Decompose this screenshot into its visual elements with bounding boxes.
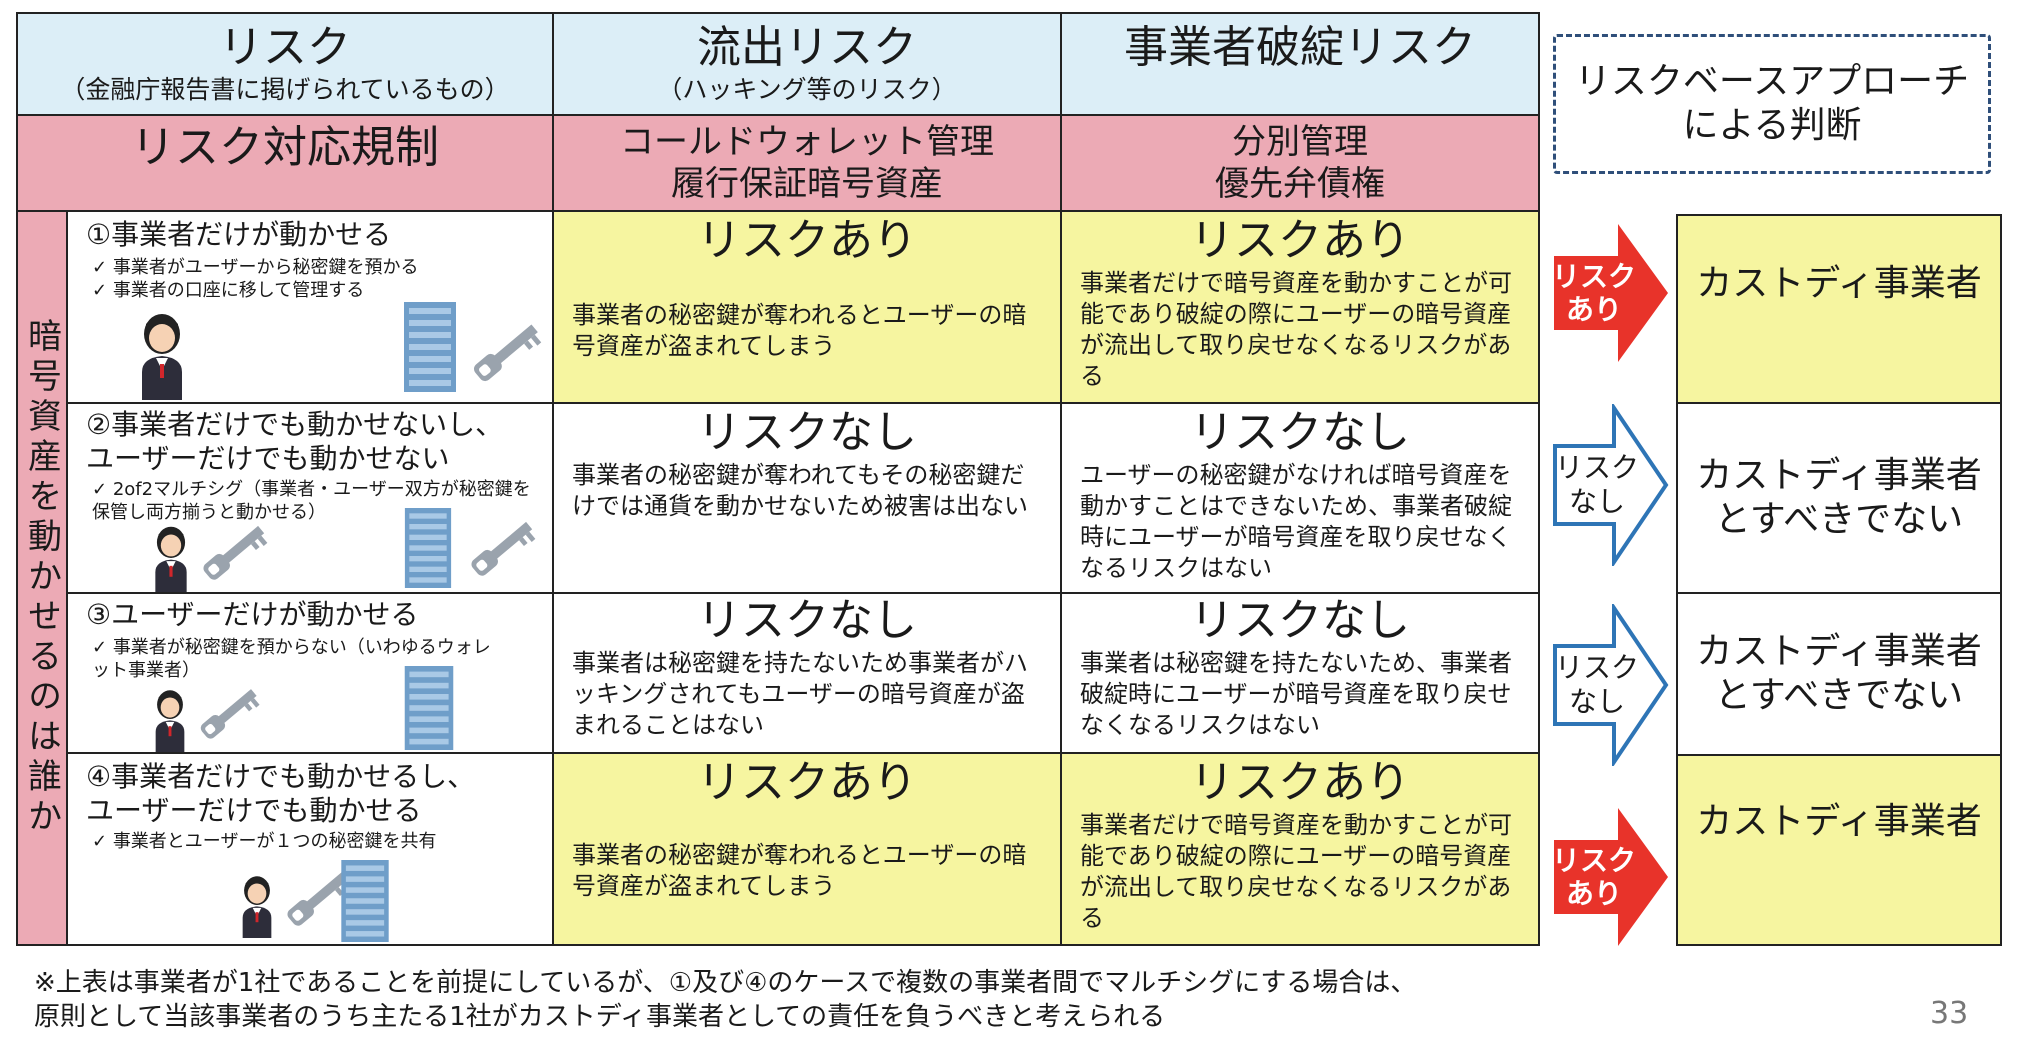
check-icon: ✓: [92, 280, 113, 301]
side-label: 暗号資産を動かせるのは誰か: [21, 318, 62, 838]
case-title-3: ③ユーザーだけが動かせる: [86, 598, 419, 631]
outflow-desc-2: 事業者の秘密鍵が奪われてもその秘密鍵だけでは通貨を動かせないため被害は出ない: [572, 461, 1028, 520]
outflow-desc-3: 事業者は秘密鍵を持たないため事業者がハッキングされてもユーザーの暗号資産が盗まれ…: [572, 649, 1028, 739]
regulation-label-cell: リスク対応規制: [16, 114, 554, 212]
arrow-label-4: リスク あり: [1552, 844, 1637, 910]
risk-arrow-3: リスク なし: [1552, 604, 1670, 766]
side-label-cell: 暗号資産を動かせるのは誰か: [16, 210, 68, 946]
case-title-4: ④事業者だけでも動かせるし、 ユーザーだけでも動かせる: [86, 760, 476, 827]
page-number: 33: [1930, 996, 1969, 1031]
header-outflow-subtitle: （ハッキング等のリスク）: [657, 75, 957, 104]
check-icon: ✓: [92, 257, 113, 278]
building-icon: [404, 508, 452, 588]
result-box-3: カストディ事業者 とすべきでない: [1676, 592, 2002, 756]
header-bankruptcy-cell: 事業者破綻リスク: [1060, 12, 1540, 116]
bankruptcy-cell-1: リスクあり 事業者だけで暗号資産を動かすことが可能であり破綻の際にユーザーの暗号…: [1060, 210, 1540, 404]
bankruptcy-verdict-2: リスクなし: [1190, 407, 1410, 458]
check-icon: ✓: [92, 479, 113, 500]
bankruptcy-desc-2: ユーザーの秘密鍵がなければ暗号資産を動かすことはできないため、事業者破綻時にユー…: [1080, 461, 1512, 582]
outflow-cell-2: リスクなし 事業者の秘密鍵が奪われてもその秘密鍵だけでは通貨を動かせないため被害…: [552, 402, 1062, 594]
result-box-2: カストディ事業者 とすべきでない: [1676, 402, 2002, 594]
bankruptcy-cell-3: リスクなし 事業者は秘密鍵を持たないため、事業者破綻時にユーザーが暗号資産を取り…: [1060, 592, 1540, 754]
outflow-cell-3: リスクなし 事業者は秘密鍵を持たないため事業者がハッキングされてもユーザーの暗号…: [552, 592, 1062, 754]
regulation-label: リスク対応規制: [131, 122, 439, 173]
key-icon: [469, 518, 538, 582]
building-icon: [404, 666, 454, 750]
outflow-verdict-3: リスクなし: [697, 595, 917, 646]
bankruptcy-verdict-1: リスクあり: [1190, 215, 1410, 266]
case-bullet-1-2: ✓ 事業者の口座に移して管理する: [92, 280, 365, 301]
case-bullet-2-1: ✓ 2of2マルチシグ（事業者・ユーザー双方が秘密鍵を保管し両方揃うと動かせる）: [92, 479, 531, 523]
bankruptcy-desc-1: 事業者だけで暗号資産を動かすことが可能であり破綻の際にユーザーの暗号資産が流出し…: [1080, 269, 1512, 390]
person-icon: [142, 314, 182, 400]
case-bullet-3-1: ✓ 事業者が秘密鍵を預からない（いわゆるウォレット事業者）: [92, 637, 491, 681]
bankruptcy-desc-3: 事業者は秘密鍵を持たないため、事業者破綻時にユーザーが暗号資産を取り戻せなくなる…: [1080, 649, 1512, 739]
outflow-cell-4: リスクあり 事業者の秘密鍵が奪われるとユーザーの暗号資産が盗まれてしまう: [552, 752, 1062, 946]
risk-arrow-1: リスク あり: [1552, 222, 1670, 364]
case-cell-2: ②事業者だけでも動かせないし、 ユーザーだけでも動かせない ✓ 2of2マルチシ…: [66, 402, 554, 594]
header-risk-cell: リスク （金融庁報告書に掲げられているもの）: [16, 12, 554, 116]
arrow-label-3: リスク なし: [1554, 651, 1639, 718]
building-icon: [341, 860, 389, 942]
arrow-right-icon: [1554, 808, 1668, 946]
bankruptcy-cell-4: リスクあり 事業者だけで暗号資産を動かすことが可能であり破綻の際にユーザーの暗号…: [1060, 752, 1540, 946]
case-cell-3: ③ユーザーだけが動かせる ✓ 事業者が秘密鍵を預からない（いわゆるウォレット事業…: [66, 592, 554, 754]
outflow-desc-1: 事業者の秘密鍵が奪われるとユーザーの暗号資産が盗まれてしまう: [572, 301, 1027, 360]
person-icon: [155, 526, 187, 594]
bankruptcy-verdict-4: リスクあり: [1190, 757, 1410, 808]
arrow-label-1: リスク あり: [1552, 260, 1637, 326]
bankruptcy-verdict-3: リスクなし: [1190, 595, 1410, 646]
key-icon: [198, 685, 262, 745]
arrow-label-2: リスク なし: [1554, 451, 1639, 518]
outflow-verdict-1: リスクあり: [697, 215, 917, 266]
case-title-1: ①事業者だけが動かせる: [86, 218, 392, 251]
key-icon: [471, 320, 544, 388]
check-icon: ✓: [92, 637, 113, 658]
arrow-right-icon: [1553, 404, 1669, 566]
case-title-2: ②事業者だけでも動かせないし、 ユーザーだけでも動かせない: [86, 408, 504, 475]
risk-based-approach-box: リスクベースアプローチ による判断: [1553, 34, 1991, 174]
bankruptcy-desc-4: 事業者だけで暗号資産を動かすことが可能であり破綻の際にユーザーの暗号資産が流出し…: [1080, 811, 1512, 932]
outflow-desc-4: 事業者の秘密鍵が奪われるとユーザーの暗号資産が盗まれてしまう: [572, 841, 1027, 900]
outflow-verdict-2: リスクなし: [697, 407, 917, 458]
header-risk-subtitle: （金融庁報告書に掲げられているもの）: [60, 75, 510, 104]
risk-arrow-2: リスク なし: [1552, 404, 1670, 566]
outflow-verdict-4: リスクあり: [697, 757, 917, 808]
header-outflow-title: 流出リスク: [697, 22, 917, 73]
result-box-4: カストディ事業者: [1676, 754, 2002, 946]
risk-arrow-4: リスク あり: [1552, 806, 1670, 948]
case-cell-1: ①事業者だけが動かせる ✓ 事業者がユーザーから秘密鍵を預かる ✓ 事業者の口座…: [66, 210, 554, 404]
person-icon: [155, 690, 185, 752]
bankruptcy-cell-2: リスクなし ユーザーの秘密鍵がなければ暗号資産を動かすことはできないため、事業者…: [1060, 402, 1540, 594]
header-risk-title: リスク: [219, 22, 351, 73]
outflow-cell-1: リスクあり 事業者の秘密鍵が奪われるとユーザーの暗号資産が盗まれてしまう: [552, 210, 1062, 404]
check-icon: ✓: [92, 831, 113, 852]
header-bankruptcy-title: 事業者破綻リスク: [1124, 22, 1476, 73]
arrow-right-icon: [1553, 604, 1669, 766]
footnote: ※上表は事業者が1社であることを前提にしているが、①及び④のケースで複数の事業者…: [34, 968, 1417, 1032]
regulation-bankruptcy-cell: 分別管理 優先弁債権: [1060, 114, 1540, 212]
person-icon: [242, 876, 272, 938]
case-bullet-4-1: ✓ 事業者とユーザーが１つの秘密鍵を共有: [92, 831, 437, 852]
regulation-outflow-cell: コールドウォレット管理 履行保証暗号資産: [552, 114, 1062, 212]
arrow-right-icon: [1554, 224, 1668, 362]
building-icon: [404, 302, 456, 392]
header-outflow-cell: 流出リスク （ハッキング等のリスク）: [552, 12, 1062, 116]
case-bullet-1-1: ✓ 事業者がユーザーから秘密鍵を預かる: [92, 257, 419, 278]
case-cell-4: ④事業者だけでも動かせるし、 ユーザーだけでも動かせる ✓ 事業者とユーザーが１…: [66, 752, 554, 946]
key-icon: [201, 522, 270, 586]
result-box-1: カストディ事業者: [1676, 214, 2002, 404]
